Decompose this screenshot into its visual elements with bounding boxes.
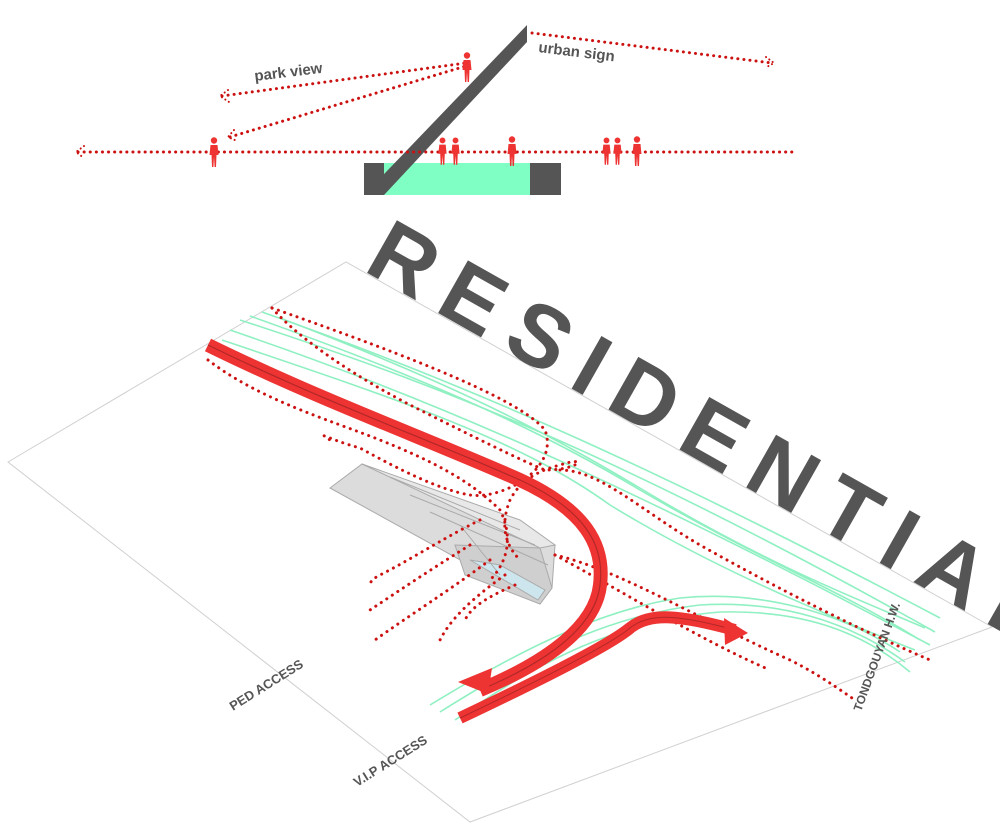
arrowhead-park-view bbox=[218, 89, 230, 103]
person-icon bbox=[602, 137, 611, 165]
traffic-lanes bbox=[221, 311, 941, 721]
site-plan: RESIDENTIAL bbox=[7, 200, 1000, 823]
base-slab-right bbox=[530, 163, 561, 195]
urban-sign-sight-line bbox=[530, 31, 774, 65]
sight-lines bbox=[76, 31, 794, 154]
building bbox=[329, 463, 557, 605]
sight-line-arrowheads bbox=[74, 56, 776, 159]
arrowhead-lower-view bbox=[226, 129, 238, 142]
main-vehicle-route bbox=[204, 338, 608, 697]
pedestrian-paths bbox=[206, 306, 932, 702]
vip-vehicle-route bbox=[457, 611, 748, 724]
person-icon bbox=[632, 136, 642, 166]
section-diagram: park view urban sign bbox=[74, 25, 794, 195]
arrowhead-left-ground bbox=[74, 145, 85, 159]
urban-sign-slab bbox=[364, 25, 527, 195]
arrowhead-urban-sign bbox=[764, 56, 776, 69]
park-view-sight-line bbox=[220, 61, 468, 98]
park-view-label: park view bbox=[253, 60, 323, 85]
person-icon bbox=[507, 136, 517, 166]
main-route-arrowhead bbox=[458, 668, 492, 694]
person-icon bbox=[613, 137, 622, 165]
lower-view-sight-line bbox=[228, 64, 468, 139]
vip-route-arrowhead bbox=[724, 618, 748, 645]
person-icon bbox=[451, 137, 460, 165]
person-icon bbox=[438, 137, 447, 165]
building-glazing bbox=[469, 559, 546, 601]
person-icon bbox=[462, 52, 472, 82]
person-icon bbox=[209, 137, 219, 167]
